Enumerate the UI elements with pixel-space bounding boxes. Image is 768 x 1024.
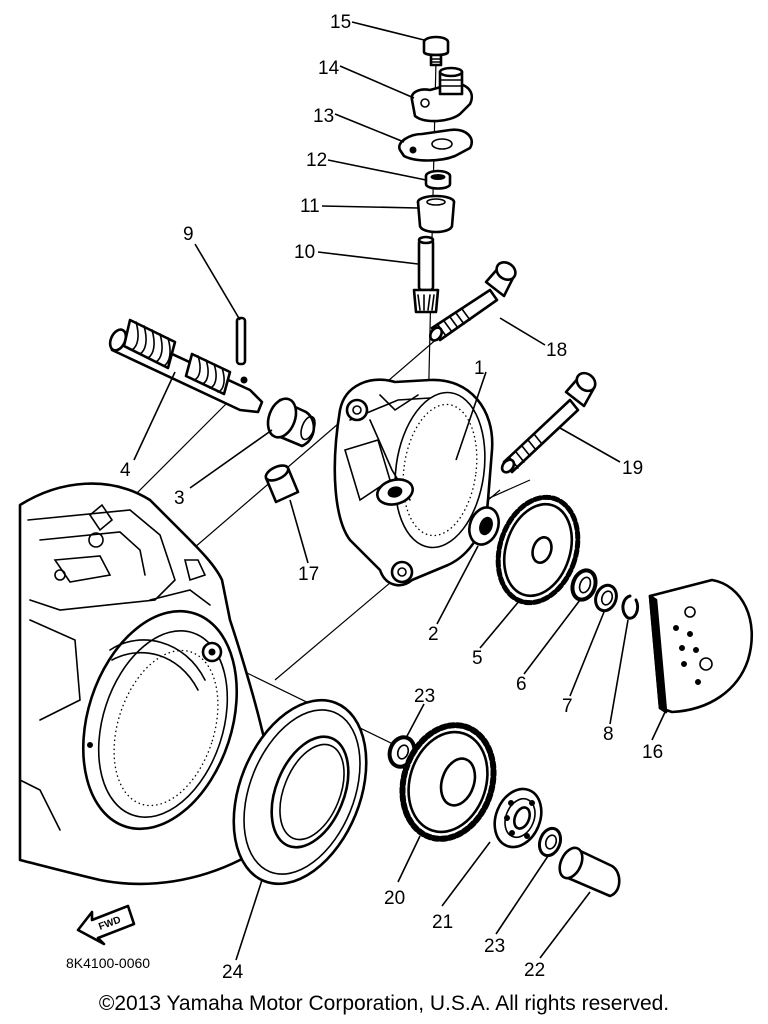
callout-13: 13 [313, 106, 334, 127]
part-12-oil-seal [424, 169, 452, 190]
part-24-oil-seal [232, 698, 368, 886]
callout-16: 16 [642, 742, 663, 763]
part-15-bolt [422, 35, 450, 67]
callout-9: 9 [183, 224, 194, 245]
part-7-washer [594, 583, 618, 613]
callout-7: 7 [562, 696, 573, 717]
callout-11: 11 [300, 196, 320, 217]
callout-2: 2 [428, 624, 439, 645]
callout-10: 10 [294, 242, 315, 263]
part-5-sprocket [495, 494, 581, 606]
callout-20: 20 [384, 888, 405, 909]
callout-8: 8 [603, 724, 614, 745]
part-19-bolt [500, 371, 597, 474]
copyright-notice: ©2013 Yamaha Motor Corporation, U.S.A. A… [98, 992, 670, 1015]
part-20-gear [399, 722, 497, 842]
diagram-canvas: FWD 15 14 13 12 11 10 9 [18, 12, 753, 980]
callout-5: 5 [472, 648, 483, 669]
part-17-dowel [264, 464, 300, 504]
part-21-bearing [493, 787, 543, 849]
callout-19: 19 [622, 458, 643, 479]
callout-18: 18 [546, 340, 567, 361]
callout-1: 1 [474, 358, 485, 379]
callout-23-upper: 23 [414, 686, 435, 707]
leader-lines [133, 21, 667, 961]
callout-labels: 15 14 13 12 11 10 9 1 18 19 4 3 17 2 5 6… [120, 12, 663, 980]
part-3-bushing [266, 397, 316, 448]
callout-23-lower: 23 [484, 936, 505, 957]
part-22-collar [558, 846, 621, 898]
part-18-bolt [428, 260, 517, 342]
callout-17: 17 [298, 564, 319, 585]
part-4-worm-shaft [108, 318, 264, 414]
fwd-arrow-icon: FWD [76, 904, 136, 946]
callout-3: 3 [174, 488, 185, 509]
part-23-washer-lower [537, 826, 563, 858]
callout-14: 14 [318, 58, 340, 79]
callout-15: 15 [330, 12, 351, 33]
part-16-plate [648, 578, 753, 714]
part-2-washer [468, 506, 500, 546]
part-10-driven-gear [412, 235, 440, 314]
callout-12: 12 [306, 150, 327, 171]
part-9-pin [235, 316, 247, 366]
callout-21: 21 [432, 912, 453, 933]
part-13-gasket [398, 128, 473, 162]
callout-22: 22 [524, 960, 545, 980]
callout-6: 6 [516, 674, 527, 695]
part-11-bushing [416, 194, 456, 234]
part-14-housing-cap [410, 66, 473, 123]
callout-4: 4 [120, 460, 131, 481]
crankcase [18, 482, 276, 886]
callout-24: 24 [222, 962, 244, 980]
part-1-housing [333, 378, 494, 587]
diagram-reference-code: 8K4100-0060 [66, 955, 150, 971]
part-8-circlip [621, 594, 640, 620]
part-6-washer [570, 568, 598, 602]
